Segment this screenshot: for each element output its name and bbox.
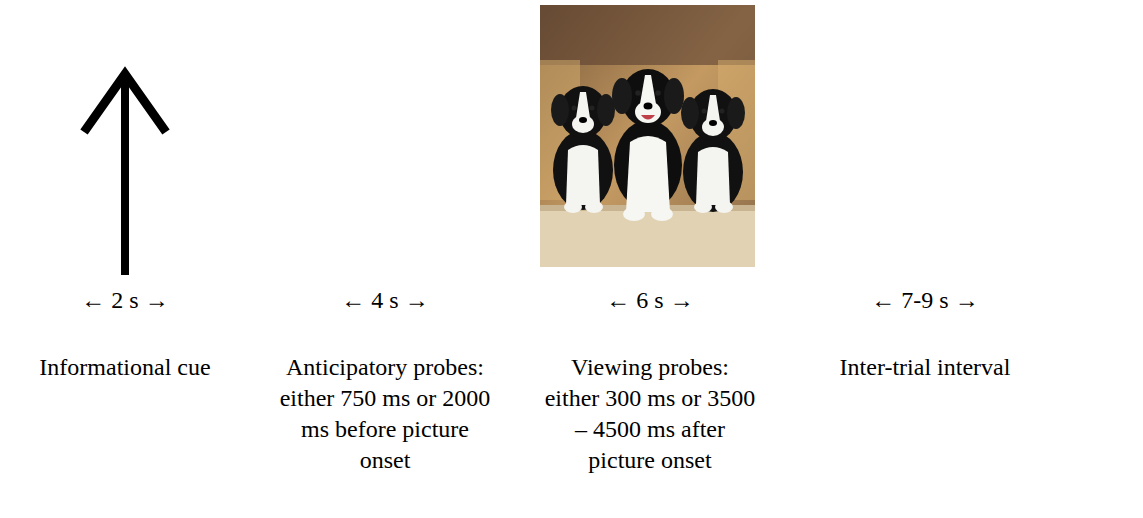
- duration-label: ← 4 s →: [275, 285, 495, 316]
- duration-label: ← 2 s →: [15, 285, 235, 316]
- phase-label: Informational cue: [10, 352, 240, 383]
- cue-arrow: [84, 74, 166, 275]
- puppies-picture: [540, 5, 755, 267]
- duration-label: ← 7-9 s →: [805, 285, 1045, 316]
- phase-label: Viewing probes: either 300 ms or 3500 – …: [541, 352, 759, 476]
- phase-label: Inter-trial interval: [805, 352, 1045, 383]
- phase-label: Anticipatory probes: either 750 ms or 20…: [278, 352, 492, 476]
- duration-label: ← 6 s →: [540, 285, 760, 316]
